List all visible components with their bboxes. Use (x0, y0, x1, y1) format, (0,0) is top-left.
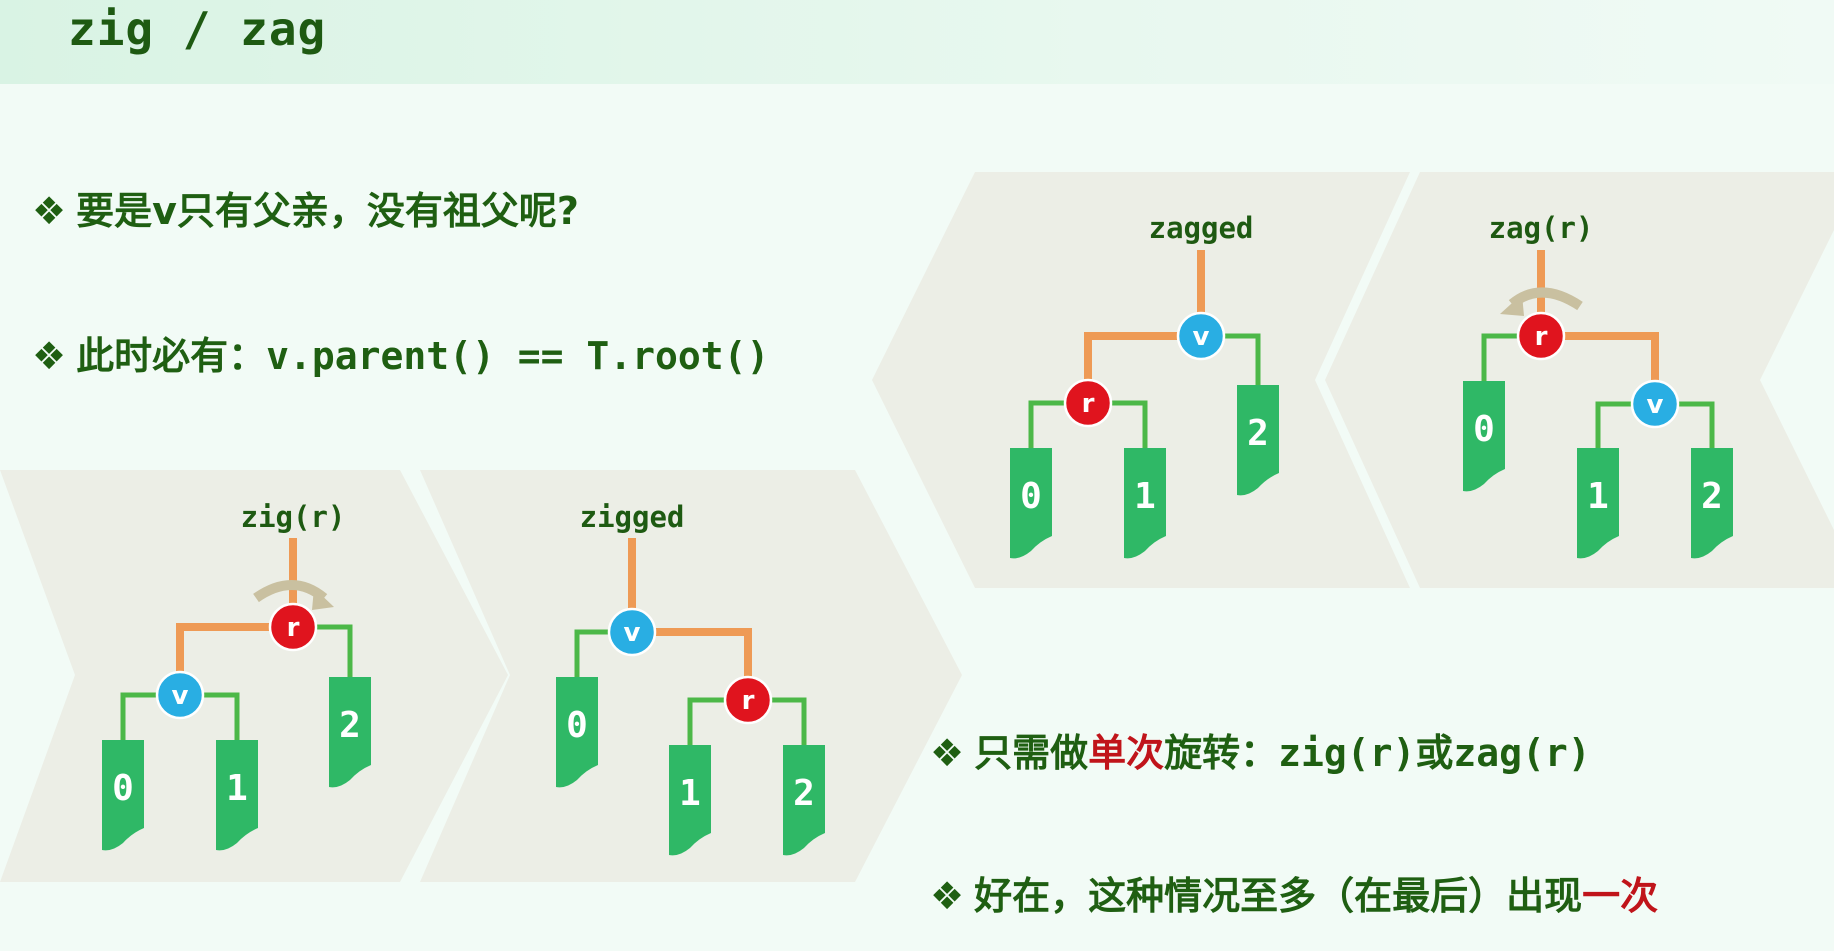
leaf-label: 1 (226, 768, 248, 809)
arrowhead-icon (1500, 294, 1524, 316)
bullet-text-pre: 只需做 (974, 731, 1089, 775)
panel-bg-zag-after (872, 172, 1410, 588)
node-label: r (287, 613, 300, 643)
subtree-leaf-0: 0 (556, 677, 598, 788)
subtree-leaf-1: 1 (1577, 448, 1619, 559)
panel-bg-zig-after (420, 470, 962, 882)
node-v: v (1630, 379, 1680, 429)
node-label: v (1647, 390, 1664, 420)
diamond-bullet-icon: ❖ (930, 731, 965, 775)
label-zagged: zagged (1149, 211, 1254, 245)
subtree-leaf-0: 0 (1010, 448, 1052, 559)
arrowhead-icon (312, 588, 334, 610)
subtree-leaf-1: 1 (1124, 448, 1166, 559)
tree-zig-after: zigged v r 0 1 2 (556, 500, 825, 856)
leaf-label: 0 (566, 705, 588, 746)
leaf-label: 1 (1134, 476, 1156, 517)
node-label: r (742, 686, 755, 716)
bullet-no-grandparent: ❖要是v只有父亲，没有祖父呢? (32, 180, 579, 235)
node-r: r (1516, 311, 1566, 361)
slide-title: zig / zag (68, 2, 327, 56)
leaf-label: 0 (112, 768, 134, 809)
subtree-leaf-1: 1 (669, 745, 711, 856)
label-zag-r: zag(r) (1489, 211, 1594, 245)
leaf-label: 0 (1473, 409, 1495, 450)
subtree-leaf-0: 0 (1463, 381, 1505, 492)
leaf-label: 0 (1020, 476, 1042, 517)
node-label: r (1082, 389, 1095, 419)
diamond-bullet-icon: ❖ (930, 874, 965, 918)
diamond-bullet-icon: ❖ (32, 334, 67, 378)
leaf-label: 1 (679, 773, 701, 814)
bullet-code-zig: zig(r) (1278, 731, 1416, 775)
bullet-text-pre: 好在，这种情况至多（在最后）出现 (974, 874, 1583, 918)
tree-zag-before: zag(r) r v 0 1 2 (1463, 211, 1733, 559)
label-zig-r: zig(r) (241, 500, 346, 534)
bullet-parent-is-root: ❖此时必有：v.parent() == T.root() (32, 325, 769, 380)
subtree-leaf-2: 2 (329, 677, 371, 788)
node-label: v (172, 681, 189, 711)
tree-zig-before: zig(r) r v 0 1 2 (102, 500, 371, 851)
subtree-leaf-2: 2 (783, 745, 825, 856)
bullet-text: 要是v只有父亲，没有祖父呢? (76, 189, 579, 233)
node-r: r (723, 675, 773, 725)
leaf-label: 2 (1701, 476, 1723, 517)
leaf-label: 2 (339, 705, 361, 746)
leaf-label: 1 (1587, 476, 1609, 517)
bullet-code-zag: zag(r) (1453, 731, 1591, 775)
node-label: r (1535, 322, 1548, 352)
bullet-text-mid: 旋转： (1164, 731, 1279, 775)
bullet-single-rotation: ❖只需做单次旋转：zig(r)或zag(r) (930, 722, 1591, 777)
subtree-leaf-2: 2 (1691, 448, 1733, 559)
node-v: v (607, 607, 657, 657)
leaf-label: 2 (793, 773, 815, 814)
subtree-leaf-2: 2 (1237, 385, 1279, 496)
bullet-highlight: 一次 (1582, 874, 1659, 918)
bullet-text: 此时必有： (76, 334, 267, 378)
bullet-highlight: 单次 (1088, 731, 1165, 775)
node-label: v (1193, 322, 1210, 352)
diamond-bullet-icon: ❖ (32, 189, 67, 233)
subtree-leaf-1: 1 (216, 740, 258, 851)
label-zigged: zigged (580, 500, 685, 534)
node-v: v (1176, 311, 1226, 361)
node-v: v (155, 670, 205, 720)
bullet-at-most-once: ❖好在，这种情况至多（在最后）出现一次 (930, 865, 1658, 920)
node-r: r (268, 602, 318, 652)
subtree-leaf-0: 0 (102, 740, 144, 851)
tree-zag-after: zagged v r 0 1 2 (1010, 211, 1279, 559)
bullet-code: v.parent() == T.root() (266, 334, 770, 378)
node-r: r (1063, 378, 1113, 428)
title-bar (0, 0, 1834, 84)
leaf-label: 2 (1247, 413, 1269, 454)
node-label: v (624, 618, 641, 648)
bullet-text-conj: 或 (1415, 731, 1454, 775)
